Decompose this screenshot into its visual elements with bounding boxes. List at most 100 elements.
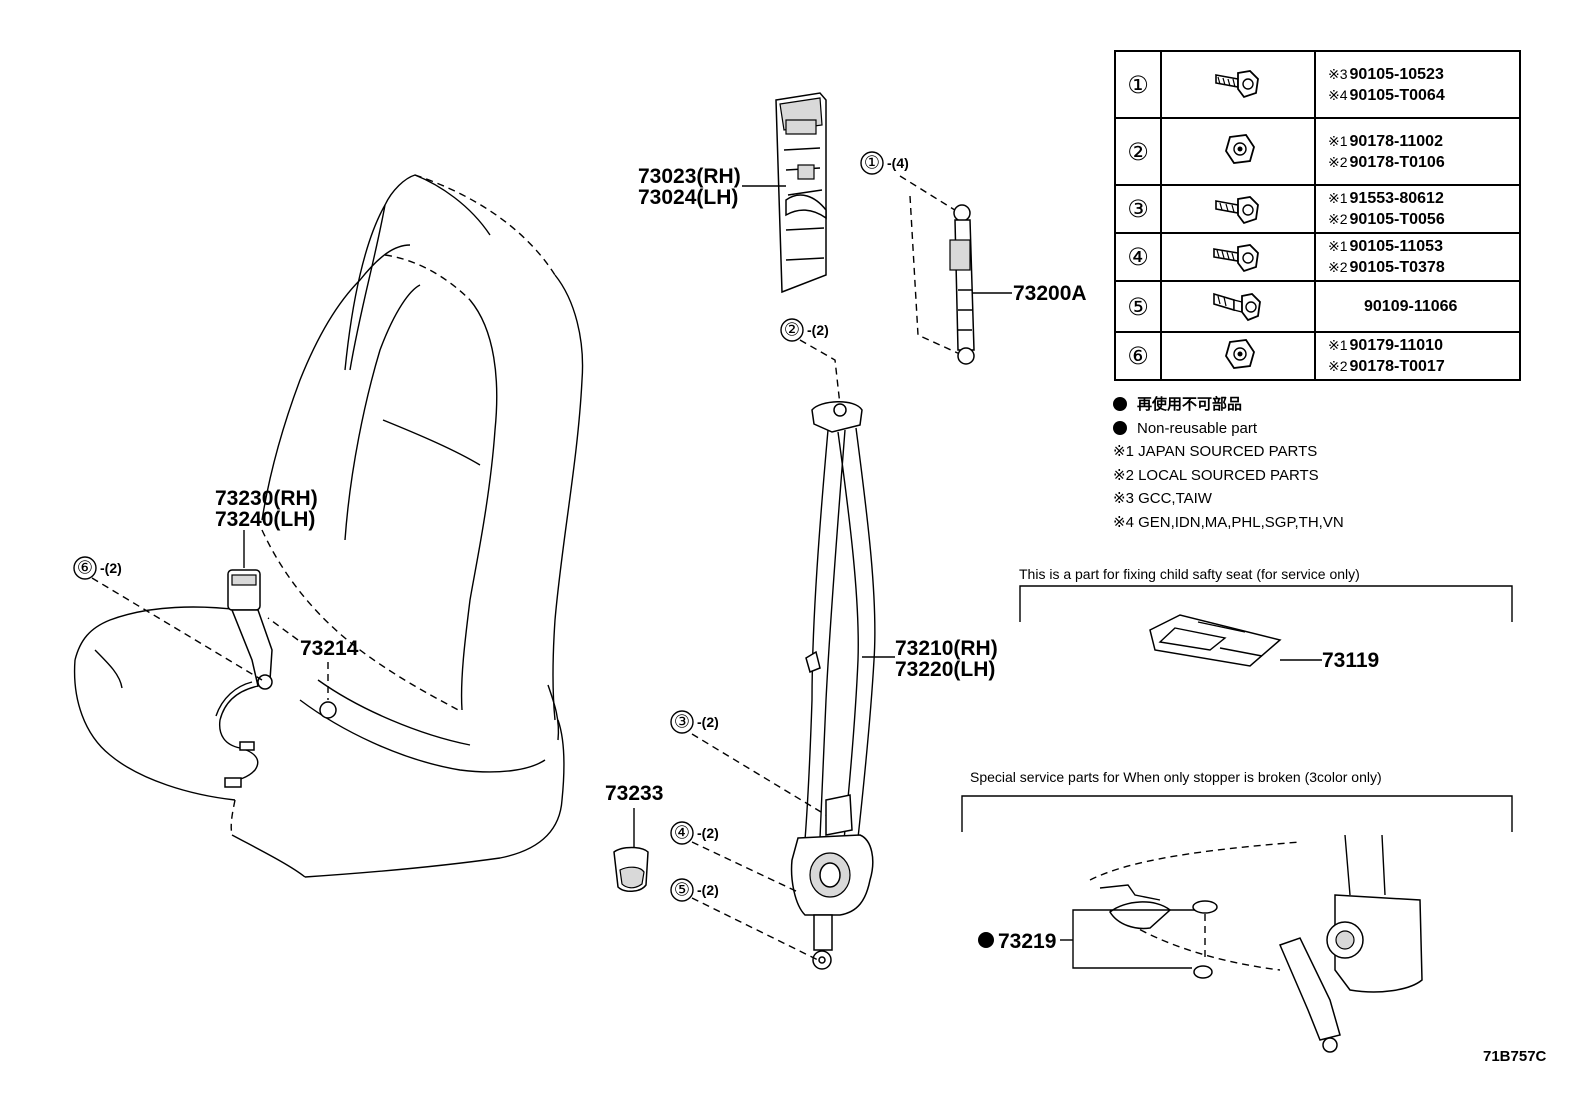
- ref-3-marker: [670, 710, 694, 734]
- ref-2-label: ②: [784, 320, 800, 341]
- note-marker: ※1: [1328, 132, 1348, 149]
- note-marker: ※2: [1328, 211, 1348, 227]
- ref-6-label: ⑥: [77, 558, 93, 579]
- part-number: 90105-10523: [1349, 65, 1444, 83]
- nut-icon: [1160, 331, 1316, 381]
- note-marker: ※1: [1328, 190, 1348, 206]
- legend-label: 再使用不可部品: [1137, 395, 1243, 413]
- ref-2-marker: [780, 318, 804, 342]
- ref-5-qty: -(2): [697, 882, 719, 898]
- shoulder-bolt-icon: [1160, 280, 1316, 333]
- callout-belt-rh: 73210(RH): [895, 637, 998, 660]
- legend-note: ※2 LOCAL SOURCED PARTS: [1113, 466, 1319, 484]
- part-number: 90105-11053: [1349, 238, 1443, 255]
- note-marker: ※2: [1328, 358, 1348, 374]
- part-number: 90109-11066: [1364, 297, 1458, 315]
- callout-buckle-rh: 73230(RH): [215, 487, 318, 510]
- bolt-icon: [1160, 50, 1316, 119]
- note-marker: ※1: [1328, 337, 1348, 353]
- note-marker: ※1: [1328, 238, 1348, 254]
- non-reusable-dot-icon: [1113, 420, 1127, 435]
- row-index: ⑤: [1114, 280, 1162, 333]
- note-marker: ※4: [1328, 86, 1348, 103]
- stopper-illustration: [1089, 834, 1423, 1053]
- callout-73219: 73219: [998, 930, 1056, 953]
- callout-buckle-lh: 73240(LH): [215, 508, 315, 531]
- legend-label: Non-reusable part: [1137, 419, 1258, 437]
- row-index: ③: [1114, 184, 1162, 234]
- note-marker: ※3: [1328, 65, 1348, 82]
- row-index: ①: [1114, 50, 1162, 119]
- seat-illustration: [73, 174, 584, 878]
- row-index: ⑥: [1114, 331, 1162, 381]
- callout-73233: 73233: [605, 782, 663, 805]
- cover-73233: [613, 846, 649, 892]
- legend: 再使用不可部品 Non-reusable part ※1 JAPAN SOURC…: [1113, 393, 1344, 534]
- callout-anchor-adjuster: 73200A: [1013, 282, 1087, 305]
- callout-belt-lh: 73220(LH): [895, 658, 995, 681]
- row-index: ④: [1114, 232, 1162, 282]
- ref-4-qty: -(2): [697, 825, 719, 841]
- bolt-icon: [1160, 232, 1316, 282]
- stopper-caption: Special service parts for When only stop…: [970, 769, 1382, 785]
- nut-icon: [1160, 117, 1316, 186]
- part-number: 90178-11002: [1349, 132, 1443, 150]
- callout-73214: 73214: [300, 637, 359, 660]
- legend-note: ※4 GEN,IDN,MA,PHL,SGP,TH,VN: [1113, 513, 1344, 531]
- bolt-icon: [1160, 184, 1316, 234]
- anchor-adjuster: [949, 204, 975, 365]
- child-seat-caption: This is a part for fixing child safty se…: [1019, 566, 1360, 582]
- ref-2-qty: -(2): [807, 322, 829, 338]
- non-reusable-dot-icon: [978, 932, 994, 948]
- ref-1-qty: -(4): [887, 155, 909, 171]
- non-reusable-dot-icon: [1113, 397, 1127, 411]
- part-number: 90105-T0064: [1349, 86, 1445, 104]
- part-number: 90179-11010: [1349, 337, 1443, 354]
- ref-1-label: ①: [864, 153, 880, 174]
- ref-3-qty: -(2): [697, 714, 719, 730]
- callout-pillar-trim-lh: 73024(LH): [638, 186, 738, 209]
- buckle-assembly: [215, 569, 273, 788]
- ref-4-label: ④: [674, 823, 690, 844]
- part-number: 90105-T0378: [1349, 259, 1445, 276]
- note-marker: ※2: [1328, 153, 1348, 170]
- part-number-cell: 90109-11066: [1314, 280, 1521, 333]
- ref-5-marker: [670, 878, 694, 902]
- part-number: 90178-T0106: [1349, 153, 1445, 171]
- illustration-code: 71B757C: [1483, 1048, 1547, 1065]
- note-marker: ※2: [1328, 259, 1348, 275]
- ref-6-qty: -(2): [100, 560, 122, 576]
- child-seat-bracket: [1019, 585, 1513, 622]
- part-number: 90105-T0056: [1349, 211, 1445, 228]
- ref-6-marker: [73, 556, 97, 580]
- seat-belt-assembly: [790, 401, 876, 970]
- part-number: 90178-T0017: [1349, 358, 1445, 375]
- stopper-bracket: [961, 795, 1513, 832]
- row-index: ②: [1114, 117, 1162, 186]
- callout-73119: 73119: [1322, 649, 1379, 672]
- table-row: ⑤ 90109-11066: [1114, 280, 1521, 333]
- child-seat-fixing-part: [1149, 614, 1282, 667]
- pillar-trim: [775, 92, 827, 294]
- legend-item-non-reusable-jp: 再使用不可部品: [1113, 393, 1344, 417]
- part-number: 91553-80612: [1349, 190, 1444, 207]
- cap-73214: [319, 701, 337, 719]
- legend-note: ※3 GCC,TAIW: [1113, 490, 1212, 507]
- legend-note: ※1 JAPAN SOURCED PARTS: [1113, 443, 1318, 460]
- ref-3-label: ③: [674, 712, 690, 733]
- ref-5-label: ⑤: [674, 880, 690, 901]
- legend-item-non-reusable-en: Non-reusable part: [1113, 417, 1344, 441]
- ref-1-marker: [860, 151, 884, 175]
